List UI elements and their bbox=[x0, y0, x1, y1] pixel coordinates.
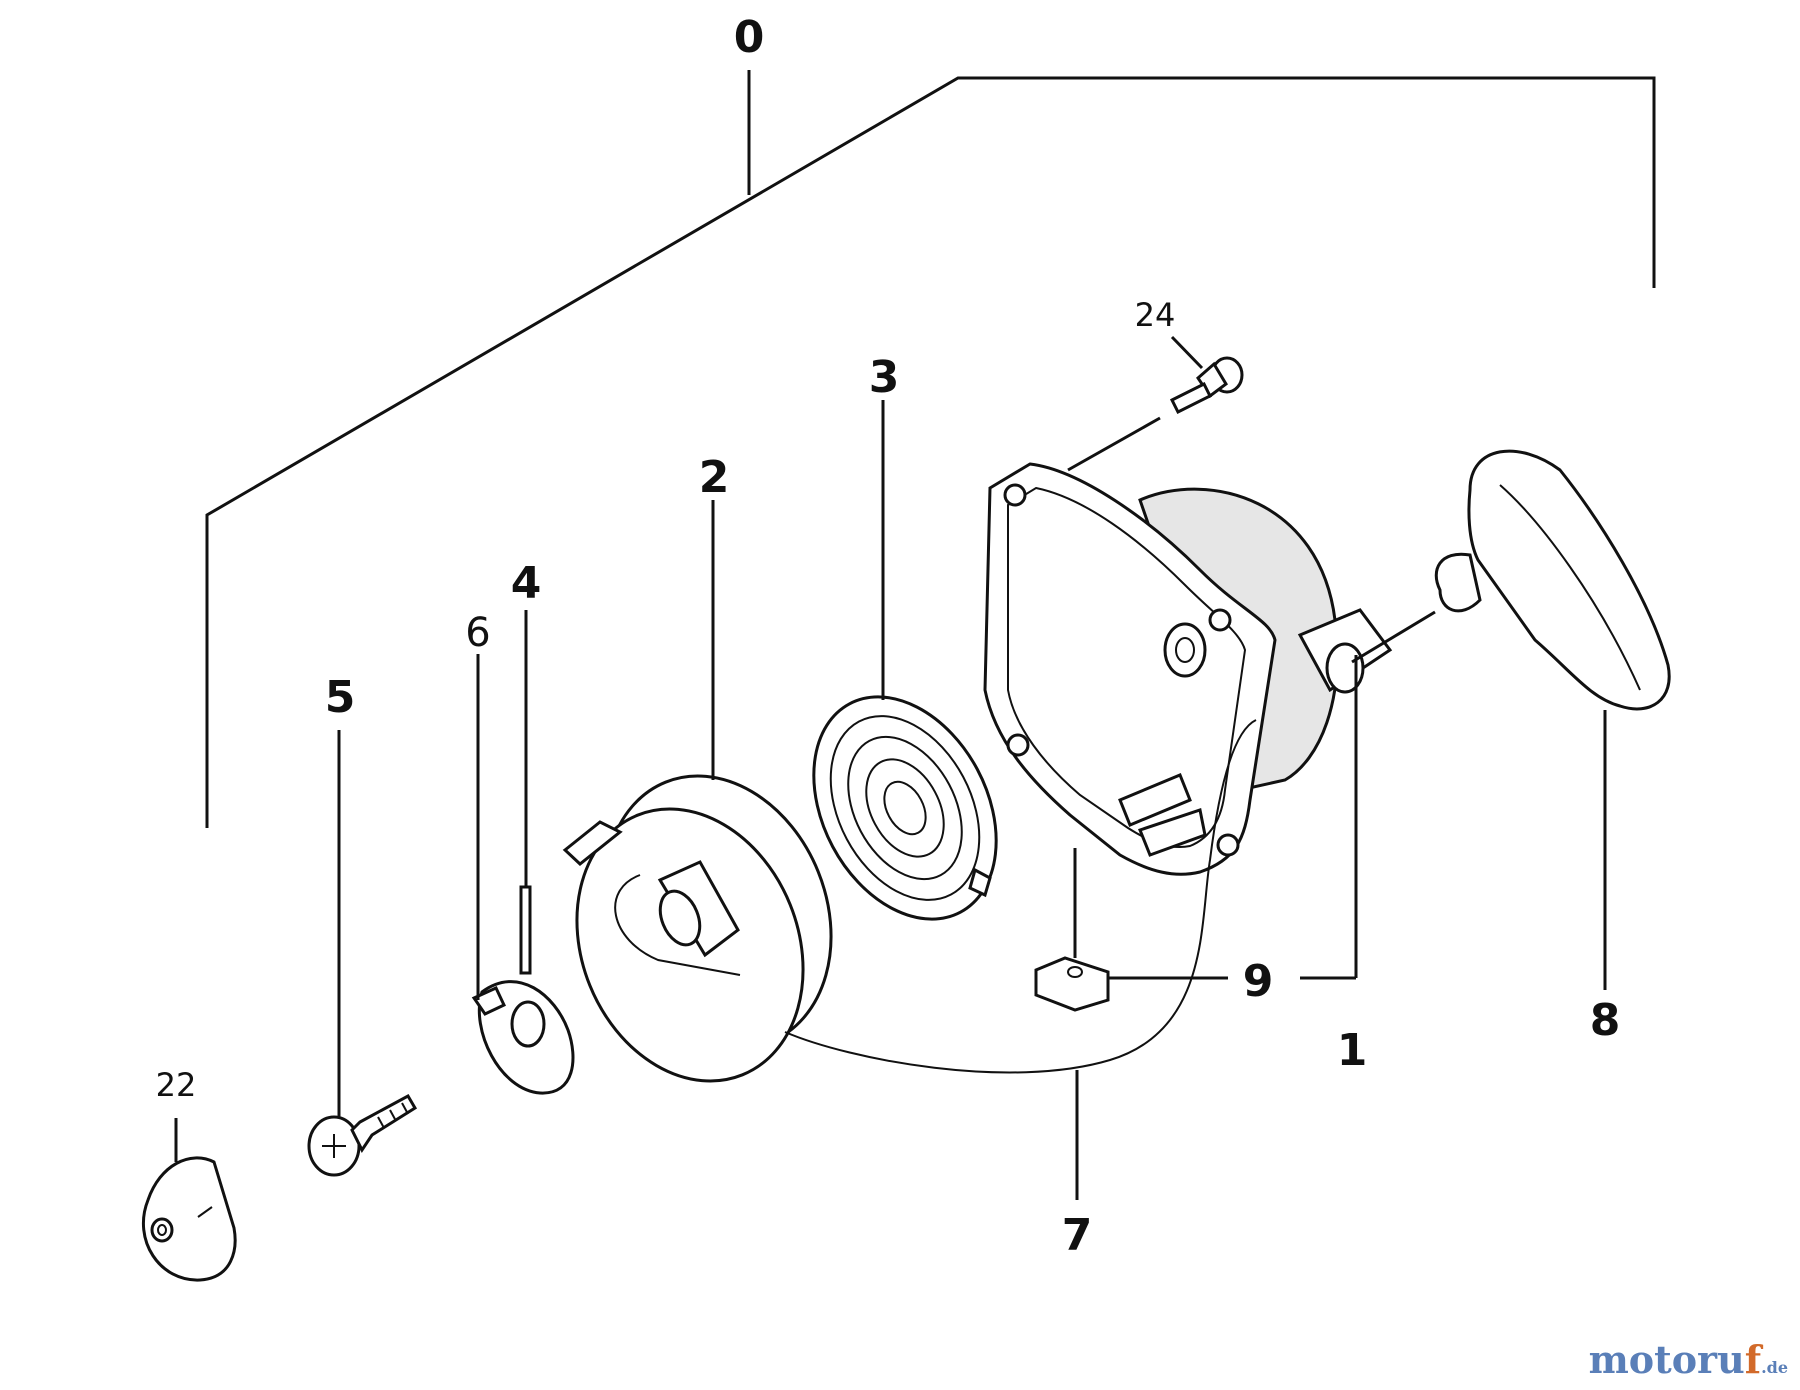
part-6-ratchet bbox=[471, 980, 575, 1095]
callout-6: 6 bbox=[465, 610, 490, 656]
part-4-pin bbox=[519, 610, 532, 975]
callout-9: 9 bbox=[1243, 956, 1274, 1007]
assembly-bracket bbox=[205, 70, 1656, 828]
watermark-tld: .de bbox=[1761, 1358, 1788, 1377]
part-2-pulley bbox=[562, 500, 833, 1083]
watermark-accent: f bbox=[1744, 1337, 1762, 1382]
callout-7: 7 bbox=[1062, 1210, 1093, 1261]
part-3-spring bbox=[812, 400, 998, 921]
callout-0: 0 bbox=[734, 12, 765, 63]
callout-1: 1 bbox=[1337, 1025, 1368, 1076]
callout-4: 4 bbox=[511, 558, 542, 609]
callout-22: 22 bbox=[156, 1066, 197, 1104]
callout-3: 3 bbox=[869, 352, 900, 403]
motoruf-watermark-logo: motoruf.de bbox=[1589, 1337, 1788, 1382]
watermark-brand: motoru bbox=[1588, 1337, 1745, 1382]
callout-8: 8 bbox=[1590, 995, 1621, 1046]
callout-24: 24 bbox=[1135, 296, 1176, 334]
part-24-bolt bbox=[1067, 335, 1244, 472]
part-1-housing bbox=[983, 462, 1393, 980]
part-8-handle bbox=[1351, 449, 1671, 990]
callout-5: 5 bbox=[325, 672, 356, 723]
part-22-cap bbox=[142, 1118, 237, 1282]
part-9-block bbox=[1034, 848, 1228, 1012]
part-7-rope bbox=[784, 719, 1257, 1200]
callout-2: 2 bbox=[699, 452, 730, 503]
part-5-screw bbox=[307, 730, 418, 1177]
